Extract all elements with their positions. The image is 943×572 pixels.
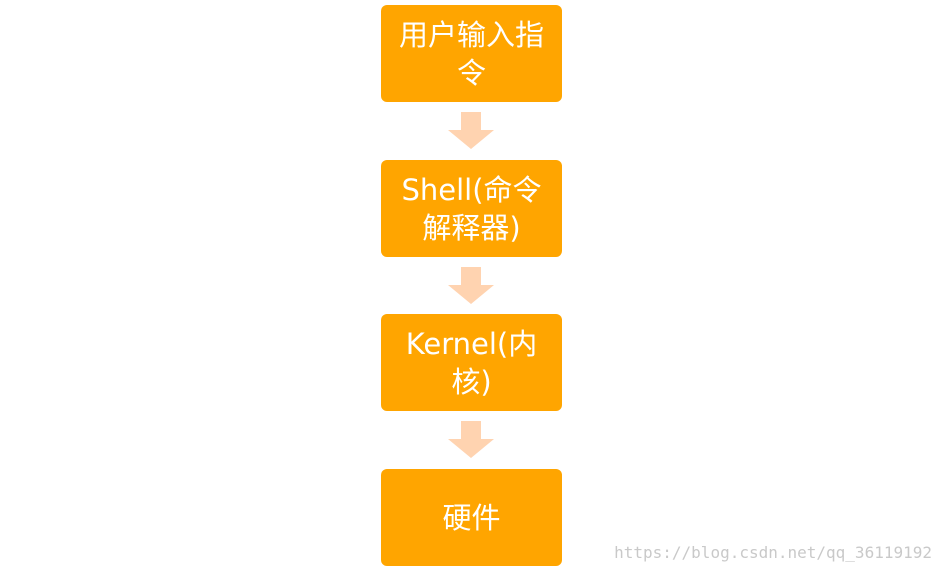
flow-step-label: 用户输入指令 xyxy=(398,17,544,90)
flow-step-label: 硬件 xyxy=(442,500,501,535)
flow-step-user-input: 用户输入指令 xyxy=(381,5,562,102)
watermark-text: https://blog.csdn.net/qq_36119192 xyxy=(614,543,932,562)
flow-step-label: Kernel(内核) xyxy=(405,326,538,399)
down-arrow-icon xyxy=(448,112,494,149)
down-arrow-icon xyxy=(448,421,494,458)
flow-step-shell: Shell(命令解释器) xyxy=(381,160,562,257)
flow-step-label: Shell(命令解释器) xyxy=(401,172,542,245)
down-arrow-icon xyxy=(448,267,494,304)
flow-step-hardware: 硬件 xyxy=(381,469,562,566)
flow-step-kernel: Kernel(内核) xyxy=(381,314,562,411)
